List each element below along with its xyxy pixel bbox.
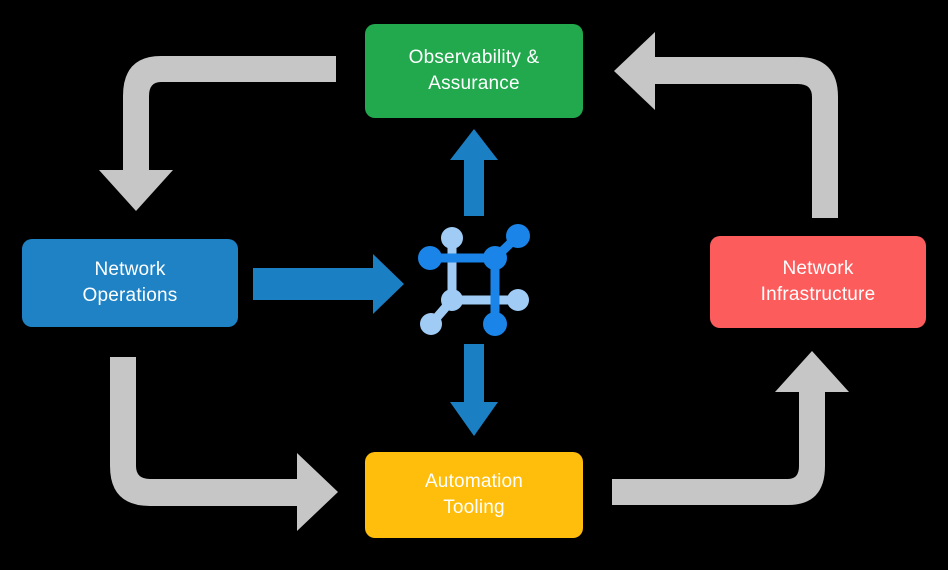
network-topology-glyph: [418, 224, 530, 336]
network-topology-icon: [415, 215, 540, 340]
node-box-automation[interactable]: Automation Tooling: [365, 452, 583, 538]
gray-elbow-arrow-bottom-left: [110, 357, 338, 531]
gray-elbow-arrow-top-left: [99, 56, 336, 211]
node-label-line2: Infrastructure: [760, 284, 876, 305]
node-box-observability[interactable]: Observability & Assurance: [365, 24, 583, 118]
gray-elbow-arrow-top-right: [614, 32, 838, 218]
node-label-observability: Observability & Assurance: [409, 45, 540, 96]
node-label-line1: Automation: [424, 471, 524, 493]
node-box-operations[interactable]: Network Operations: [22, 239, 238, 327]
node-box-infrastructure[interactable]: Network Infrastructure: [710, 236, 926, 328]
node-label-automation: Automation Tooling: [425, 469, 523, 520]
node-label-line1: Network: [782, 258, 854, 280]
node-label-line1: Network: [94, 259, 166, 281]
node-label-infrastructure: Network Infrastructure: [761, 256, 876, 307]
node-label-line2: Assurance: [428, 73, 520, 94]
node-label-line2: Operations: [82, 285, 178, 306]
topology-secondary-nodes: [420, 227, 529, 335]
node-label-line1: Observability &: [408, 47, 540, 69]
node-label-line2: Tooling: [443, 497, 505, 518]
blue-arrow-right: [253, 254, 404, 314]
blue-arrow-down: [450, 344, 498, 436]
node-label-operations: Network Operations: [83, 257, 178, 308]
topology-primary-nodes: [418, 224, 530, 336]
gray-elbow-arrow-bottom-right: [612, 351, 849, 505]
blue-arrow-up: [450, 129, 498, 216]
